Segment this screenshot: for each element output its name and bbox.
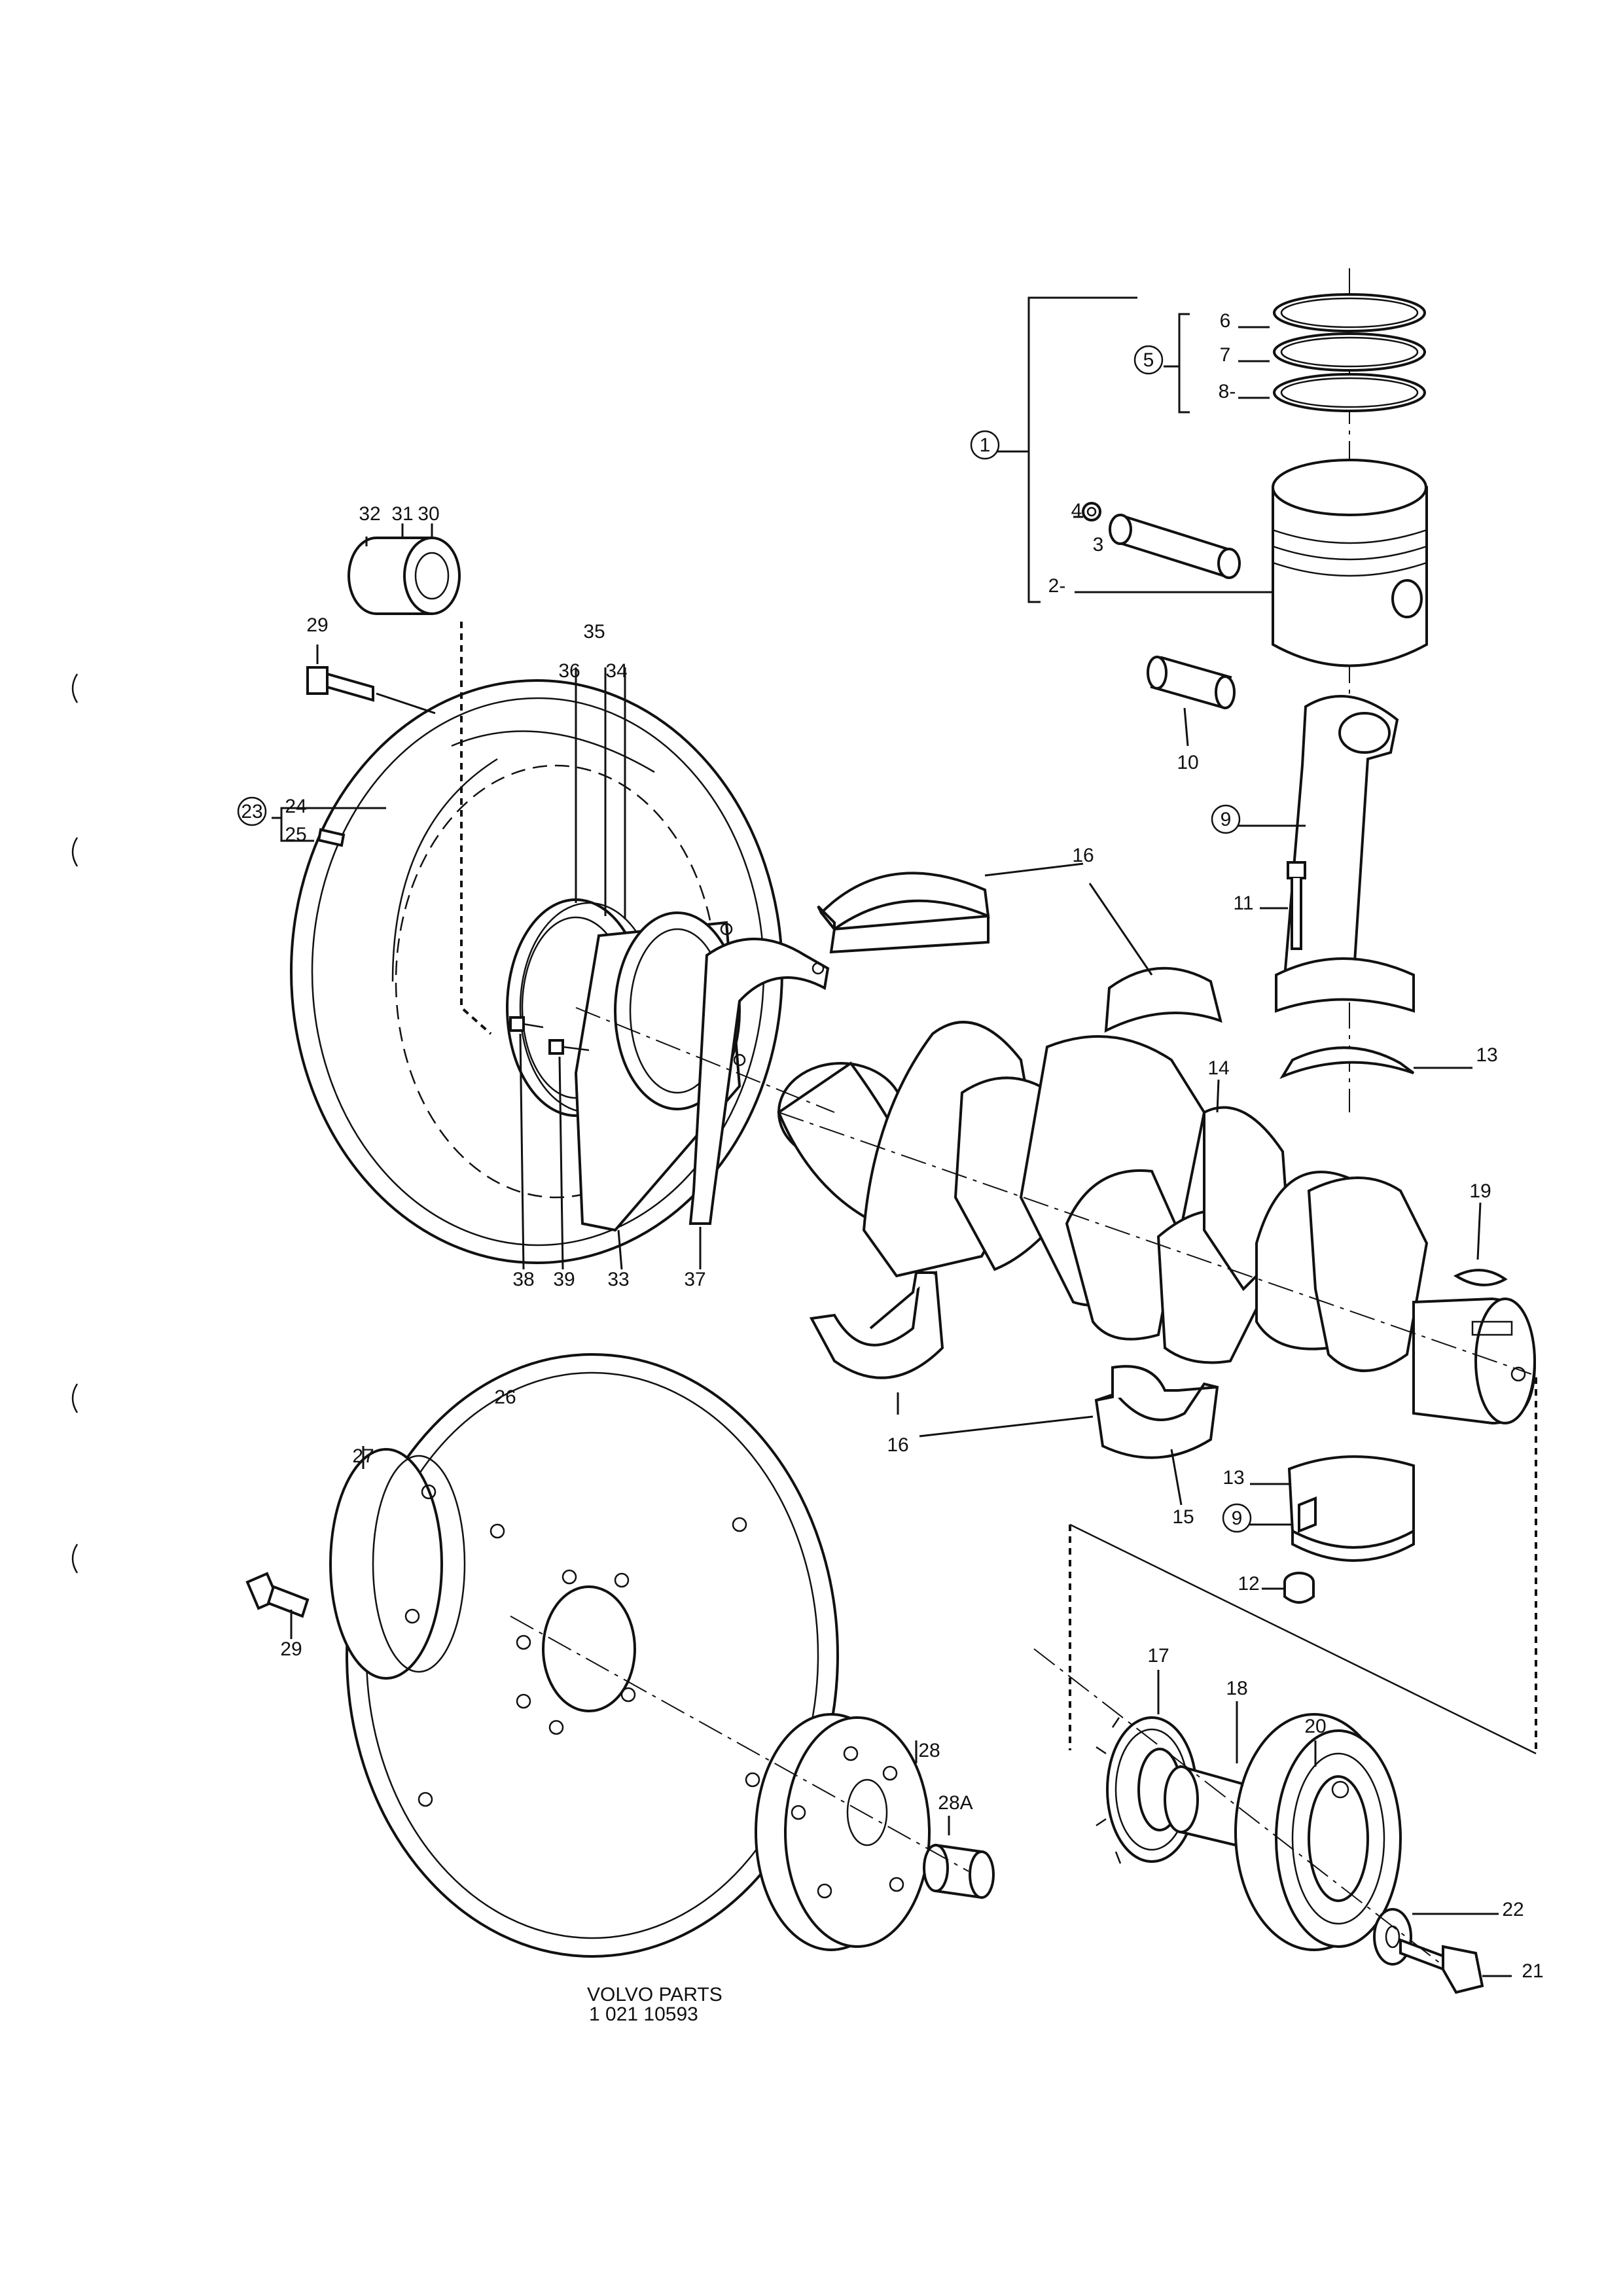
callout-label-l34: 34 <box>605 660 627 682</box>
footer-part-number: 1 021 10593 <box>589 2004 698 2025</box>
callout-label-l19: 19 <box>1469 1180 1491 1202</box>
piston-assembly <box>996 268 1428 1112</box>
dashed-assembly-box <box>1069 1377 1537 1755</box>
footer-brand: VOLVO PARTS <box>587 1984 722 2005</box>
flywheel-lower <box>346 1353 839 1958</box>
callout-label-l16b: 16 <box>887 1434 908 1456</box>
pilot-bearing <box>348 523 492 1035</box>
callout-circle-l9a <box>1211 804 1241 834</box>
callout-label-l3: 3 <box>1093 534 1104 556</box>
callout-circle-l23 <box>237 796 267 826</box>
callout-label-l24: 24 <box>285 796 306 817</box>
callout-label-l2: 2- <box>1048 575 1066 597</box>
dowel-pin <box>317 828 346 847</box>
callout-label-l35: 35 <box>583 621 605 643</box>
pilot-bushing <box>923 1816 995 1899</box>
pulley-bolt <box>1033 1648 1512 1994</box>
callout-circle-l5 <box>1133 345 1164 375</box>
callout-label-l23: 23 <box>241 801 262 822</box>
main-bearing-upper <box>817 862 1472 1080</box>
callout-label-l27: 27 <box>352 1445 374 1467</box>
callout-label-l26: 26 <box>494 1386 516 1408</box>
callout-label-l32: 32 <box>359 503 380 525</box>
callout-label-l31: 31 <box>391 503 413 525</box>
connecting-rod <box>1147 656 1415 1013</box>
callout-label-l14: 14 <box>1207 1057 1229 1079</box>
callout-circle-l1 <box>970 430 1000 460</box>
callout-label-l13a: 13 <box>1476 1044 1497 1066</box>
crankshaft <box>777 1021 1537 1425</box>
flywheel-bolt-lower <box>245 1572 310 1639</box>
callout-label-l4: 4 <box>1071 500 1082 521</box>
binder-hole-marks <box>71 673 79 1574</box>
callout-label-l9a: 9 <box>1221 809 1232 830</box>
callout-label-l29a: 29 <box>306 614 328 636</box>
connecting-rod-bolt <box>1287 861 1306 950</box>
callout-label-l36: 36 <box>558 660 580 682</box>
small-end-bushing <box>1147 656 1236 709</box>
callout-label-l30: 30 <box>418 503 439 525</box>
main-bearing-lower <box>809 1271 1219 1506</box>
callout-label-l13b: 13 <box>1222 1467 1244 1489</box>
callout-label-l21: 21 <box>1522 1960 1543 1982</box>
callout-label-l25: 25 <box>285 824 306 845</box>
callout-label-l8: 8- <box>1219 381 1236 402</box>
crankshaft-pulley <box>1234 1713 1402 1951</box>
callout-label-l37: 37 <box>684 1269 705 1290</box>
callout-label-l39: 39 <box>553 1269 575 1290</box>
callout-label-l16a: 16 <box>1072 845 1094 866</box>
callout-label-l17: 17 <box>1147 1645 1169 1667</box>
spacer-plate <box>755 1713 931 1951</box>
connecting-rod-nut <box>1262 1572 1315 1604</box>
callout-label-l11: 11 <box>1233 892 1253 914</box>
callout-label-l29b: 29 <box>280 1638 302 1660</box>
callout-label-l20: 20 <box>1304 1716 1326 1737</box>
callout-label-l9b: 9 <box>1232 1508 1243 1529</box>
callout-label-l1: 1 <box>980 434 991 456</box>
callout-circle-l9b <box>1222 1503 1252 1533</box>
callout-label-l18: 18 <box>1226 1678 1247 1699</box>
callout-labels: 1 2- 34 5 6 7 8- 9 9 10 11 12 13 13 14 15 16 16 17 18 19 20 21… <box>237 310 1544 1982</box>
retainer-bolts <box>509 1016 590 1270</box>
piston-rings <box>1273 293 1426 412</box>
callout-label-l22: 22 <box>1502 1899 1524 1920</box>
woodruff-key <box>1453 1202 1508 1286</box>
callout-label-l12: 12 <box>1238 1573 1259 1595</box>
callout-label-l10: 10 <box>1177 752 1198 773</box>
retainer-gasket <box>688 938 830 1269</box>
callout-label-l6: 6 <box>1220 310 1231 332</box>
piston-pin <box>1109 514 1241 579</box>
callout-label-l38: 38 <box>512 1269 534 1290</box>
callout-label-l28: 28 <box>918 1740 940 1761</box>
callout-label-l28A: 28A <box>938 1792 972 1814</box>
piston <box>1272 459 1428 667</box>
flywheel-hub <box>329 1446 466 1680</box>
callout-label-l33: 33 <box>607 1269 629 1290</box>
callout-label-l5: 5 <box>1143 349 1154 371</box>
callout-label-l7: 7 <box>1220 344 1231 366</box>
circlip <box>1082 502 1101 521</box>
callout-label-l15: 15 <box>1172 1506 1194 1528</box>
flywheel-bolt-upper <box>306 645 436 715</box>
connecting-rod-cap <box>1243 1455 1415 1562</box>
